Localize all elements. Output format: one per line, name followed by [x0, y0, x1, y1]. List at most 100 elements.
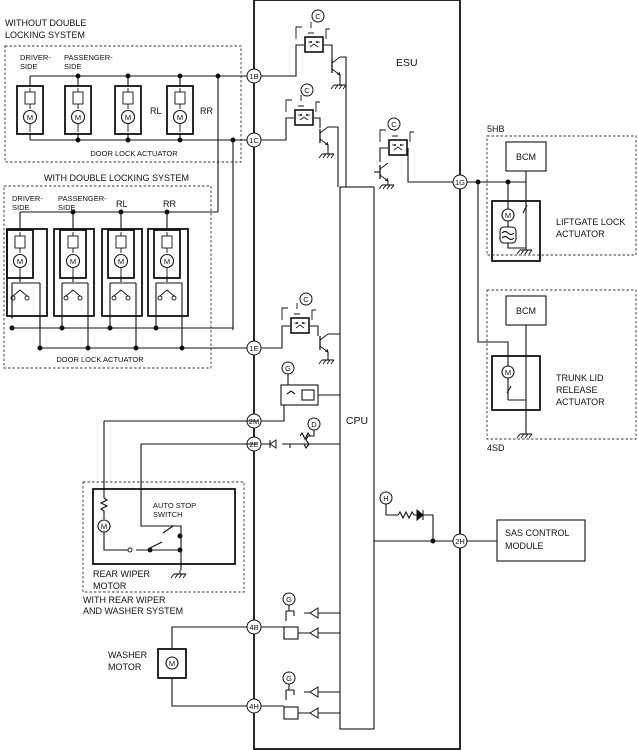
- svg-text:1G: 1G: [455, 178, 465, 187]
- svg-text:2H: 2H: [455, 537, 465, 546]
- actuator-driver-side: M: [16, 85, 44, 135]
- svg-text:MODULE: MODULE: [505, 541, 544, 551]
- dl-actuator-passenger-side: M: [53, 228, 95, 351]
- dl-actuator-rr: M: [147, 228, 189, 351]
- svg-text:G: G: [286, 674, 292, 683]
- svg-text:LOCKING SYSTEM: LOCKING SYSTEM: [5, 30, 85, 40]
- svg-text:ACTUATOR: ACTUATOR: [556, 229, 605, 239]
- svg-text:1E: 1E: [249, 344, 258, 353]
- svg-text:RR: RR: [200, 106, 213, 116]
- svg-text:C: C: [315, 12, 321, 21]
- svg-text:WASHER: WASHER: [108, 650, 148, 660]
- connector-2h: 2H: [452, 533, 468, 549]
- svg-text:C: C: [303, 295, 309, 304]
- svg-text:SIDE: SIDE: [58, 203, 76, 212]
- cpu-block: [339, 186, 375, 730]
- group-4sd: 4SD BCM M TRUNK LID RELEASE ACTUATOR: [477, 182, 637, 453]
- svg-text:H: H: [383, 494, 388, 503]
- svg-text:SAS CONTROL: SAS CONTROL: [505, 528, 570, 538]
- esu-lock-relay-2: C: [259, 83, 339, 187]
- svg-text:MOTOR: MOTOR: [108, 662, 142, 672]
- svg-text:M: M: [70, 257, 76, 266]
- connector-1g: 1G: [452, 174, 468, 190]
- svg-text:M: M: [125, 113, 131, 122]
- esu-double-lock-relay: C: [259, 292, 340, 365]
- svg-text:C: C: [304, 86, 310, 95]
- svg-text:G: G: [285, 364, 291, 373]
- svg-text:PASSENGER-: PASSENGER-: [64, 53, 113, 62]
- svg-text:4B: 4B: [249, 623, 258, 632]
- svg-text:DOOR LOCK ACTUATOR: DOOR LOCK ACTUATOR: [56, 355, 144, 364]
- svg-text:5HB: 5HB: [487, 124, 505, 134]
- esu-washer-driver-1: G: [259, 592, 340, 640]
- svg-text:AUTO STOP: AUTO STOP: [153, 501, 196, 510]
- svg-text:BCM: BCM: [516, 152, 536, 162]
- svg-text:LIFTGATE LOCK: LIFTGATE LOCK: [556, 217, 625, 227]
- svg-text:SIDE: SIDE: [20, 62, 38, 71]
- actuator-rr: M: [166, 85, 194, 135]
- cpu-label: CPU: [346, 415, 368, 427]
- group-5hb: 5HB BCM M LIFTGATE LOCK ACTUATOR: [467, 124, 637, 262]
- group-rear-wiper: AUTO STOP SWITCH REAR WIPER MOTOR WITH R…: [82, 420, 258, 616]
- svg-text:SIDE: SIDE: [64, 62, 82, 71]
- svg-text:WITHOUT DOUBLE: WITHOUT DOUBLE: [5, 18, 86, 28]
- svg-text:4SD: 4SD: [487, 443, 505, 453]
- svg-text:M: M: [27, 113, 33, 122]
- trunk-lid-release-actuator: [491, 355, 541, 411]
- svg-text:PASSENGER-: PASSENGER-: [58, 194, 107, 203]
- esu-washer-driver-2: G: [259, 671, 340, 720]
- svg-text:M: M: [118, 257, 124, 266]
- svg-text:REAR WIPER: REAR WIPER: [93, 569, 151, 579]
- svg-text:WITH REAR WIPER: WITH REAR WIPER: [83, 595, 166, 605]
- svg-text:RL: RL: [116, 199, 128, 209]
- rear-wiper-motor-box: [92, 488, 236, 565]
- svg-text:M: M: [17, 257, 23, 266]
- connector-4b: 4B: [246, 619, 262, 635]
- svg-text:DOOR LOCK ACTUATOR: DOOR LOCK ACTUATOR: [90, 149, 178, 158]
- dl-actuator-driver-side: M: [6, 228, 48, 351]
- svg-text:ACTUATOR: ACTUATOR: [556, 397, 605, 407]
- liftgate-lock-actuator: [491, 200, 541, 262]
- svg-text:4H: 4H: [249, 702, 259, 711]
- actuator-passenger-side: M: [64, 85, 92, 135]
- svg-text:WITH DOUBLE LOCKING SYSTEM: WITH DOUBLE LOCKING SYSTEM: [44, 173, 189, 183]
- washer-motor: M WASHER MOTOR: [108, 626, 247, 707]
- connector-4h: 4H: [246, 698, 262, 714]
- svg-text:C: C: [391, 120, 397, 129]
- svg-text:1B: 1B: [249, 72, 258, 81]
- svg-text:M: M: [177, 113, 183, 122]
- svg-text:RELEASE: RELEASE: [556, 385, 598, 395]
- svg-text:G: G: [286, 595, 292, 604]
- svg-text:1C: 1C: [249, 136, 259, 145]
- svg-text:TRUNK LID: TRUNK LID: [556, 373, 604, 383]
- connector-1c: 1C: [246, 132, 262, 148]
- svg-text:DRIVER-: DRIVER-: [12, 194, 43, 203]
- svg-text:M: M: [75, 113, 81, 122]
- actuator-rl: M: [114, 85, 142, 135]
- esu-wiper-driver: G: [258, 361, 340, 422]
- sas-control-module: SAS CONTROL MODULE: [467, 519, 586, 562]
- svg-text:SIDE: SIDE: [12, 203, 30, 212]
- connector-1b: 1B: [246, 68, 262, 84]
- svg-text:SWITCH: SWITCH: [153, 510, 183, 519]
- esu-box: [253, 0, 461, 750]
- esu-liftgate-relay: C: [374, 117, 460, 190]
- esu-label: ESU: [396, 57, 418, 69]
- connector-1e: 1E: [246, 340, 262, 356]
- svg-text:M: M: [169, 659, 175, 668]
- dl-actuator-rl: M: [101, 228, 143, 351]
- svg-text:M: M: [101, 522, 107, 531]
- esu-sas-driver: H: [374, 491, 460, 544]
- group-with-double-locking: WITH DOUBLE LOCKING SYSTEM DRIVER- SIDE …: [3, 173, 247, 369]
- svg-text:RL: RL: [150, 106, 162, 116]
- svg-text:M: M: [164, 257, 170, 266]
- esu-diode-resistor: D: [259, 417, 340, 450]
- svg-text:M: M: [505, 368, 511, 377]
- group-without-double-locking: WITHOUT DOUBLE LOCKING SYSTEM DRIVER- SI…: [4, 18, 247, 330]
- svg-text:BCM: BCM: [516, 306, 536, 316]
- svg-text:AND WASHER SYSTEM: AND WASHER SYSTEM: [83, 606, 183, 616]
- svg-text:MOTOR: MOTOR: [93, 581, 127, 591]
- svg-text:RR: RR: [163, 199, 176, 209]
